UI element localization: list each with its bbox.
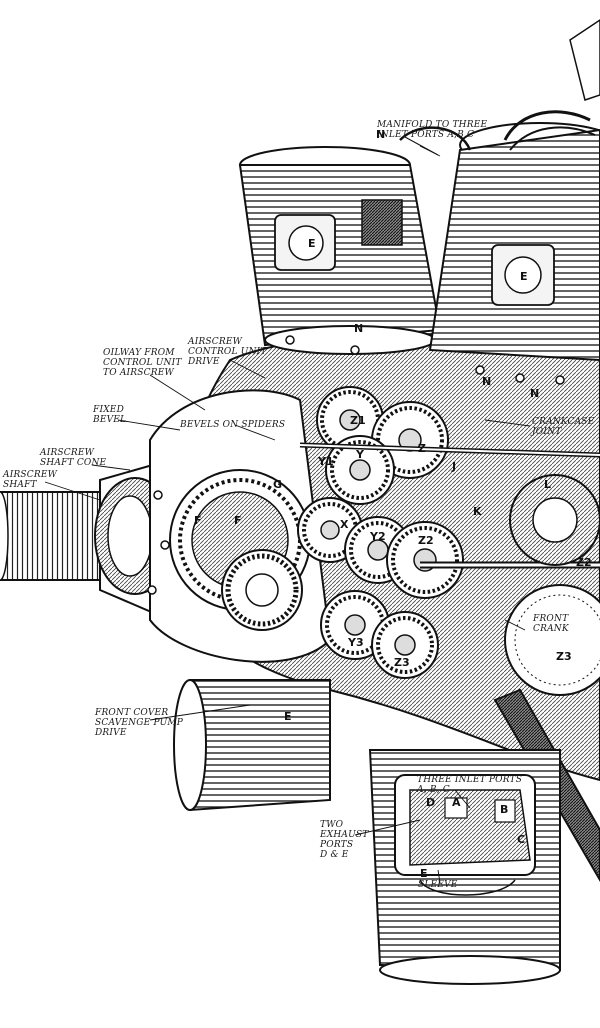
- letter-L: L: [544, 478, 551, 491]
- letter-K: K: [473, 505, 482, 518]
- letter-E2: E: [520, 270, 528, 283]
- letter-Z1: Z1: [350, 414, 366, 427]
- letter-E3: E: [284, 710, 292, 723]
- letter-X: X: [340, 518, 349, 531]
- letter-N4: N: [530, 387, 539, 400]
- letter-Z2: Z2: [418, 534, 434, 547]
- letter-E4: E: [420, 867, 428, 880]
- letter-A: A: [452, 796, 461, 809]
- bevel-gear: [221, 549, 303, 631]
- letter-F2: F: [234, 514, 242, 527]
- part-letters: E E E E N N N N Y1 Y Z1 Z Y2 Z2 Y3 Z3 X …: [194, 128, 592, 880]
- letter-Y: Y: [355, 448, 365, 461]
- letter-B: B: [500, 803, 508, 816]
- letter-N3: N: [482, 375, 491, 388]
- letter-C: C: [517, 833, 525, 846]
- top-left-cylinder: [238, 146, 442, 355]
- label-sleeve: SLEEVE: [418, 880, 458, 890]
- letter-Y3: Y3: [347, 636, 364, 649]
- base-bolts: [147, 335, 565, 595]
- label-bevels-on-spiders: BEVELS ON SPIDERS: [180, 420, 286, 430]
- bottom-cylinder: [368, 749, 561, 985]
- top-right-cylinder: [428, 110, 600, 362]
- letter-N2: N: [354, 322, 363, 335]
- gear-train: [297, 386, 464, 679]
- letter-Z5: Z3: [556, 650, 572, 663]
- letter-G: G: [273, 478, 282, 491]
- letter-F1: F: [194, 514, 202, 527]
- letter-Z4: Z2: [576, 556, 592, 569]
- letter-Z: Z: [418, 442, 426, 455]
- lower-left-cylinder: [173, 679, 331, 812]
- letter-D: D: [426, 796, 435, 809]
- front-crank: [504, 474, 600, 696]
- propeller-blade: [569, 19, 600, 101]
- letter-J: J: [451, 460, 456, 473]
- letter-Y1: Y1: [317, 455, 334, 468]
- letter-E1: E: [308, 237, 316, 250]
- letter-Z3: Z3: [394, 656, 410, 669]
- letter-Y2: Y2: [369, 530, 386, 543]
- leader-lines: [44, 145, 531, 884]
- letter-N1: N: [376, 128, 385, 141]
- manifold-pipe: [399, 126, 472, 151]
